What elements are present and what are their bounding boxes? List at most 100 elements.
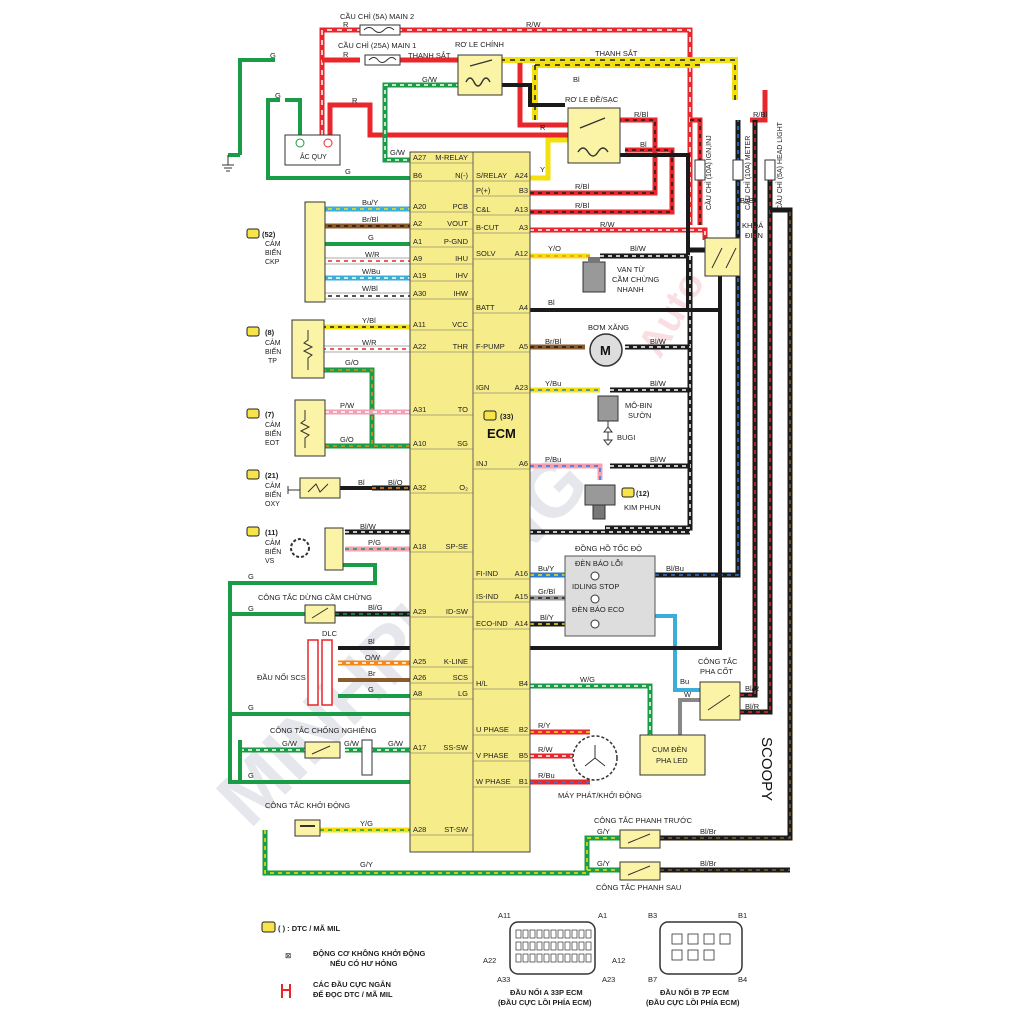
conn-a-pin-cell <box>571 941 578 951</box>
conn-a-pin-cell <box>571 953 578 963</box>
ecm-pin-name: IHV <box>455 271 468 280</box>
wire-g-b6 <box>285 98 302 135</box>
ecm-box <box>409 151 531 853</box>
ckp-label-3: CKP <box>265 259 280 266</box>
conn-a-pin-cell <box>585 929 592 939</box>
lbl-bl-1: Bl <box>573 75 580 84</box>
legend: ( ) : DTC / MÃ MIL ⊠ ĐỘNG CƠ KHÔNG KHỞI … <box>261 921 426 999</box>
wire-g-tilt <box>238 740 365 784</box>
fuse-meter: CẦU CHÌ (10A) METER <box>732 136 752 210</box>
lbl-rw-3: R/W <box>538 745 554 754</box>
solenoid-valve: VAN TỪ CẦM CHỪNG NHANH <box>582 257 659 294</box>
ecm-pin-id: A13 <box>515 205 528 214</box>
fuse-ign-label: CẦU CHÌ (10A) IGN,INJ <box>703 135 713 210</box>
ignition-label-2: ĐIỆN <box>745 231 763 240</box>
lbl-wr-1: W/R <box>365 250 380 259</box>
fuel-pump: M BƠM XĂNG <box>588 323 629 367</box>
conn-b-pin-2: B1 <box>738 911 747 920</box>
lbl-brbl-1: Br/Bl <box>362 215 379 224</box>
ecm-pin-name: ST-SW <box>444 825 469 834</box>
ecm-pin-name: W PHASE <box>476 777 511 786</box>
fuse-main1-label: CẦU CHÌ (25A) MAIN 1 <box>338 40 416 50</box>
lbl-blbr-2: Bl/Br <box>700 827 717 836</box>
ecm-pin-id: B2 <box>519 725 528 734</box>
lbl-gy-1: G/Y <box>597 827 610 836</box>
dlc-label: DLC <box>322 629 338 638</box>
wire-pbu-inj <box>530 463 603 480</box>
ecm-pin-name: IHU <box>455 254 468 263</box>
lbl-blw-2: Bl/W <box>650 337 667 346</box>
lbl-wr-2: W/R <box>362 338 377 347</box>
lbl-gw-4: G/W <box>344 739 360 748</box>
wire-y-srelay <box>530 137 570 181</box>
conn-a-pin-6: A23 <box>602 975 615 984</box>
lbl-grbl-1: Gr/Bl <box>538 587 555 596</box>
wire-rw-bcut <box>530 227 708 240</box>
fuse-head: CẦU CHÌ (5A) HEAD LIGHT <box>764 121 784 210</box>
generator: MÁY PHÁT/KHỞI ĐỘNG <box>558 735 642 800</box>
starter-relay-label: RƠ LE ĐỀ/SẠC <box>565 94 619 104</box>
connector-a: A11 A1 A22 A12 A33 A23 ĐẦU NỐI A 33P ECM… <box>483 911 625 1007</box>
ecm-pin-id: A28 <box>413 825 426 834</box>
eco-lamp-label: ĐÈN BÁO ECO <box>572 605 624 614</box>
oxy-label-2: BIẾN <box>265 489 281 499</box>
conn-a-pin-cell <box>557 941 564 951</box>
conn-a-pin-cell <box>550 941 557 951</box>
lbl-br-1: Br <box>368 669 376 678</box>
conn-a-pin-cell <box>536 953 543 963</box>
ecm-pin-name: THR <box>453 342 469 351</box>
lbl-gw-5: G/W <box>388 739 404 748</box>
headlight-label-1: CỤM ĐÈN <box>652 745 687 754</box>
lbl-g-6: G <box>248 604 254 613</box>
conn-b-pin-1: B3 <box>648 911 657 920</box>
ecm-pin-id: A20 <box>413 202 426 211</box>
lbl-blg-1: Bl/G <box>368 603 383 612</box>
conn-a-pin-cell <box>564 941 571 951</box>
lbl-g-9: G <box>248 771 254 780</box>
ign-coil-label-1: MÔ-BIN <box>625 401 652 410</box>
conn-a-pin-cell <box>515 929 522 939</box>
injector-code: (12) <box>636 489 650 498</box>
ecm-pin-name: F-PUMP <box>476 342 505 351</box>
conn-a-pin-cell <box>515 953 522 963</box>
lbl-pw-1: P/W <box>340 401 355 410</box>
lbl-r-2: R <box>343 50 349 59</box>
start-switch: CÔNG TẮC KHỞI ĐỘNG <box>265 801 350 837</box>
battery: ẮC QUY <box>284 134 341 166</box>
spark-plug-label: BUGI <box>617 433 635 442</box>
ecm-pin-name: S/RELAY <box>476 171 507 180</box>
lbl-g-4: G <box>368 233 374 242</box>
conn-a-pin-cell <box>522 929 529 939</box>
ecm-pin-id: A15 <box>515 592 528 601</box>
lbl-ybu-1: Y/Bu <box>545 379 561 388</box>
svg-text:M: M <box>600 343 611 358</box>
lbl-blbr-3: Bl/Br <box>700 859 717 868</box>
ecm-pin-id: A8 <box>413 689 422 698</box>
lbl-g-7: G <box>368 685 374 694</box>
ecm-pin-id: A12 <box>515 249 528 258</box>
wire-go-sg <box>322 367 410 449</box>
lbl-gy-2: G/Y <box>360 860 373 869</box>
lbl-gw-1: G/W <box>422 75 438 84</box>
ecm-pin-name: V PHASE <box>476 751 509 760</box>
conn-a-pin-cell <box>585 953 592 963</box>
fuse-meter-label: CẦU CHÌ (10A) METER <box>742 136 752 210</box>
rear-brake-switch: CÔNG TẮC PHANH SAU <box>596 861 681 892</box>
conn-b-pin-cell <box>703 933 715 945</box>
speedometer-box: ĐỒNG HỒ TỐC ĐỘ ĐÈN BÁO LỖI IDLING STOP Đ… <box>564 543 656 637</box>
ecm-pin-id: A25 <box>413 657 426 666</box>
lbl-g-3: G <box>345 167 351 176</box>
ecm-pin-name: O₂ <box>459 483 468 492</box>
ecm-pin-id: A22 <box>413 342 426 351</box>
ecm-pin-name: VCC <box>452 320 468 329</box>
conn-a-pin-cell <box>536 929 543 939</box>
conn-a-pin-cell <box>564 953 571 963</box>
lbl-gw-2: G/W <box>390 148 406 157</box>
lbl-blw-5: Bl/W <box>360 522 377 531</box>
ecm-code: (33) <box>500 412 514 421</box>
lbl-blbu-1: Bl/Bu <box>666 564 684 573</box>
lbl-go-1: G/O <box>345 358 359 367</box>
solenoid-label-2: CẦM CHỪNG <box>612 274 659 284</box>
